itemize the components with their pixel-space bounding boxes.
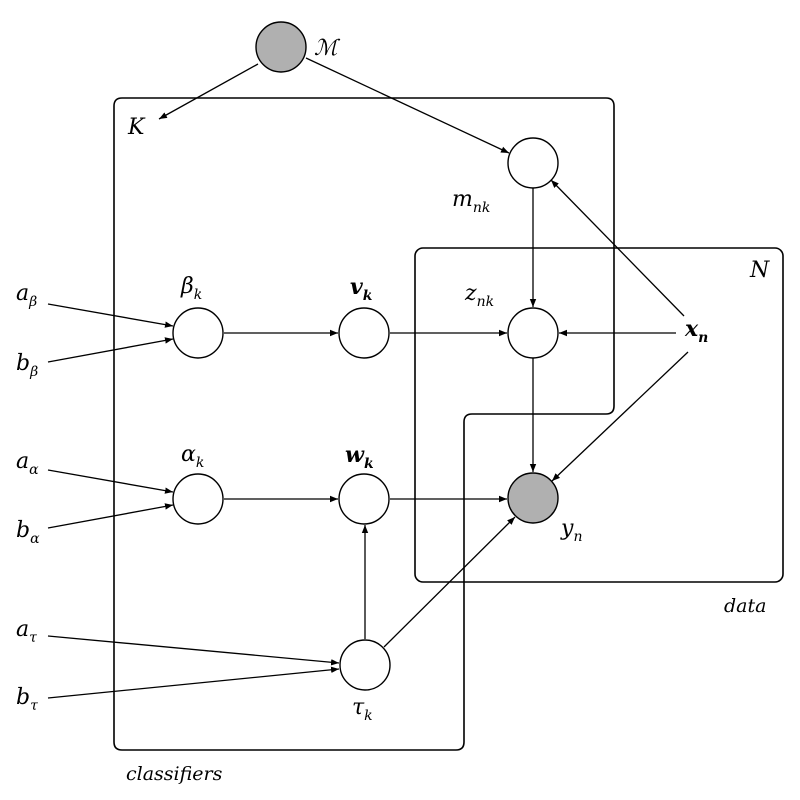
label-a-alpha: aα [16,449,39,478]
label-b-alpha: bα [16,518,40,547]
label-znk: znk [464,281,494,310]
classifiers-plate-name: classifiers [126,763,223,785]
classifiers-plate [113,97,615,751]
label-alpha: αk [181,442,204,471]
node-tau [339,639,391,691]
edge-xn-to-yn [551,351,689,482]
label-a-tau: aτ [16,617,37,646]
label-beta: βk [180,274,202,303]
node-beta [172,307,224,359]
label-w: wk [345,442,374,472]
label-M: ℳ [314,36,341,61]
data-count-label: N [749,258,770,283]
edge-abeta-to-beta [47,303,174,328]
node-mnk [507,137,559,189]
edge-tau-to-yn [383,516,516,648]
classifiers-count-label: K [127,115,146,140]
data-plate [414,247,784,583]
edge-atau-to-tau [47,635,340,666]
node-v [338,307,390,359]
node-w [338,473,390,525]
node-alpha [172,473,224,525]
label-b-tau: bτ [16,685,38,714]
label-v: vk [350,274,373,304]
node-yn [507,472,559,524]
label-xn: xn [684,316,708,346]
edge-M-to-mnk [305,57,510,154]
edge-btau-to-tau [47,666,340,699]
data-plate-name: data [724,595,766,617]
edge-M-to-K [158,63,259,120]
edge-aalpha-to-alpha [47,469,174,494]
label-mnk: mnk [452,187,490,216]
label-a-beta: aβ [16,281,37,310]
edge-balpha-to-alpha [47,503,174,529]
edge-bbeta-to-beta [47,337,174,363]
label-yn: yn [560,516,582,545]
label-b-beta: bβ [16,351,38,380]
node-znk [507,307,559,359]
label-tau: τk [352,695,373,724]
edge-xn-to-mnk [550,179,685,317]
node-M [255,21,307,73]
